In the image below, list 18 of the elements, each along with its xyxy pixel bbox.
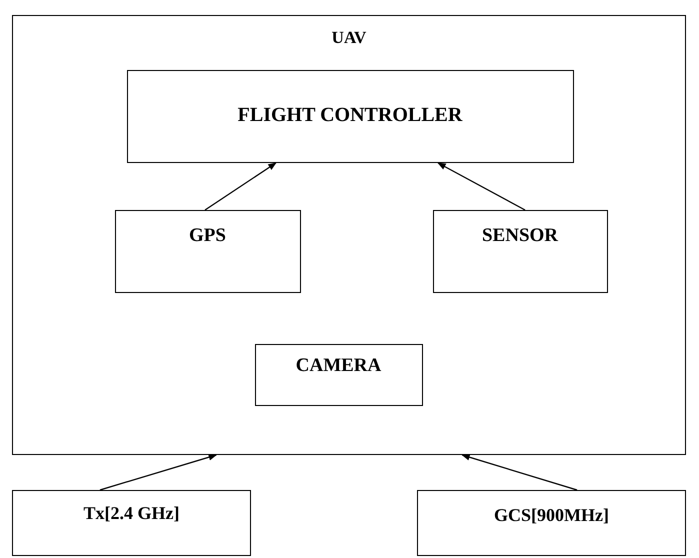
block-label: FLIGHT CONTROLLER [236, 104, 464, 126]
arrow [204, 162, 277, 210]
block-box [126, 70, 574, 162]
block-box [432, 210, 608, 292]
container-box [12, 15, 686, 455]
block-label: UAV [330, 28, 368, 48]
block-label: GCS[900MHz] [493, 505, 610, 526]
arrow [100, 454, 218, 491]
block-label: GPS [188, 224, 227, 246]
block-box [114, 210, 300, 292]
block-label: SENSOR [480, 224, 560, 246]
block-box [254, 344, 422, 406]
block-label: Tx[2.4 GHz] [82, 503, 180, 524]
arrow [461, 454, 578, 491]
block-label: CAMERA [294, 354, 382, 376]
arrow [437, 162, 526, 211]
block-box [12, 490, 251, 556]
block-box [417, 490, 686, 556]
